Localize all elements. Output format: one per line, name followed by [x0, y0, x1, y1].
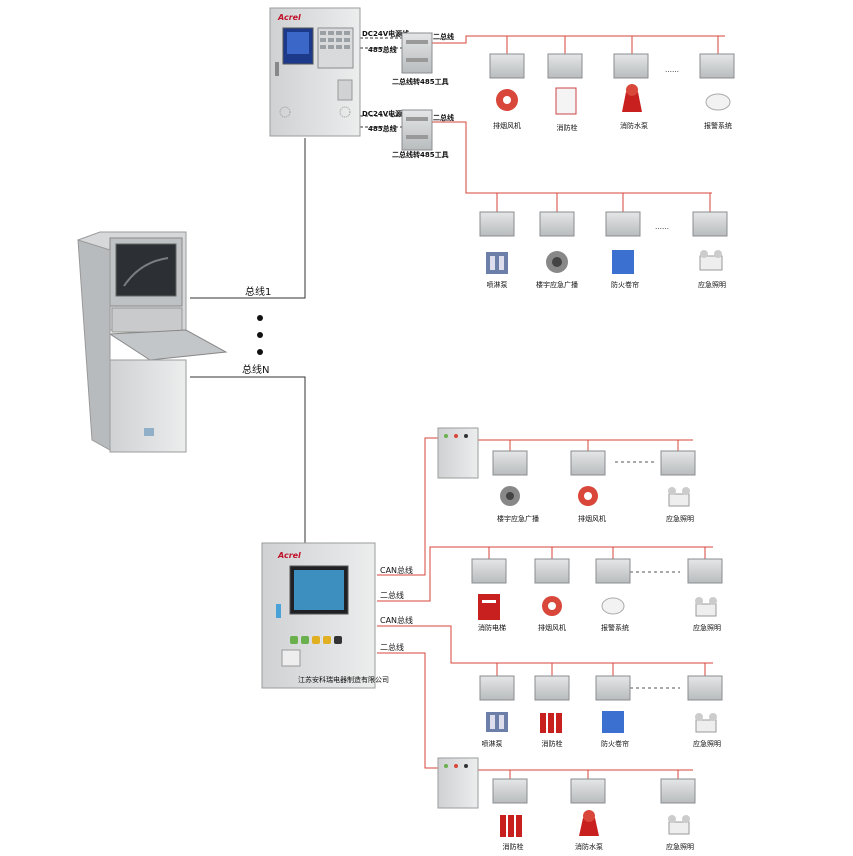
bus-lines — [190, 138, 306, 543]
device-label: 消防水泵 — [620, 121, 648, 130]
device-label: 排烟风机 — [578, 514, 606, 523]
device-label: 报警系统 — [704, 121, 732, 130]
device-label: 应急照明 — [693, 623, 721, 632]
rs485-label-1: 485总线 — [368, 45, 397, 54]
rs485-label-2: 485总线 — [368, 124, 397, 133]
device-label: 报警系统 — [601, 623, 629, 632]
ellipsis-row1: …… — [665, 66, 679, 74]
converter-label-2: 二总线转485工具 — [392, 150, 449, 159]
device-emergency-light-1: 应急照明 — [692, 211, 728, 289]
device-label: 应急照明 — [666, 842, 694, 851]
device-label: 应急照明 — [698, 280, 726, 289]
device-label: 应急照明 — [693, 739, 721, 748]
continuation-dashes — [615, 461, 680, 689]
bottom-control-panel: Acrel 江苏安科瑞电器制造有限公司 — [261, 542, 389, 689]
device-emergency-broadcast-2: 楼宇应急广播 — [492, 450, 539, 523]
converter-module-2 — [401, 109, 433, 151]
device-smoke-exhaust-fan-1: 排烟风机 — [489, 53, 525, 130]
device-emergency-light-3: 应急照明 — [687, 558, 723, 632]
sub-panel-1 — [437, 427, 479, 479]
device-sprinkler-pump-2: 喷淋泵 — [479, 675, 515, 748]
device-label: 楼宇应急广播 — [497, 514, 539, 523]
device-label: 应急照明 — [666, 514, 694, 523]
device-fire-hydrant-3: 消防栓 — [492, 778, 528, 851]
device-smoke-exhaust-fan-2: 排烟风机 — [570, 450, 606, 523]
device-emergency-light-5: 应急照明 — [660, 778, 696, 851]
device-label: 消防水泵 — [575, 842, 603, 851]
device-label: 防火卷帘 — [601, 739, 629, 748]
bus1-label: 总线1 — [245, 285, 271, 298]
device-fire-pump-1: 消防水泵 — [613, 53, 649, 130]
ellipsis-row2: …… — [655, 223, 669, 231]
device-alarm-system-2: 报警系统 — [595, 558, 631, 632]
busN-label: 总线N — [242, 363, 269, 376]
bus-ellipsis-dots — [257, 315, 263, 355]
sub-panel-2 — [437, 757, 479, 809]
bus1-line — [190, 138, 306, 299]
bottom-panel-footer: 江苏安科瑞电器制造有限公司 — [298, 675, 389, 684]
device-label: 排烟风机 — [493, 121, 521, 130]
device-sprinkler-pump-1: 喷淋泵 — [479, 211, 515, 289]
device-fire-shutter-1: 防火卷帘 — [605, 211, 641, 289]
device-label: 排烟风机 — [538, 623, 566, 632]
device-label: 喷淋泵 — [482, 739, 503, 748]
device-emergency-broadcast-1: 楼宇应急广播 — [536, 211, 578, 289]
device-label: 楼宇应急广播 — [536, 280, 578, 289]
can-bus-label-1: CAN总线 — [380, 565, 413, 575]
can-bus-label-2: CAN总线 — [380, 615, 413, 625]
red-lines — [360, 35, 725, 780]
device-fire-shutter-2: 防火卷帘 — [595, 675, 631, 748]
two-bus-label-3: 二总线 — [380, 590, 404, 600]
device-fire-hydrant-1: 消防栓 — [547, 53, 583, 132]
device-fire-elevator: 消防电梯 — [471, 558, 507, 632]
device-smoke-exhaust-fan-3: 排烟风机 — [534, 558, 570, 632]
device-emergency-light-4: 应急照明 — [687, 675, 723, 748]
device-label: 消防栓 — [542, 739, 563, 748]
two-bus-label-1: 二总线 — [433, 32, 454, 41]
converter-module-1 — [401, 32, 433, 74]
busN-line — [190, 376, 306, 543]
device-label: 消防栓 — [557, 123, 578, 132]
device-alarm-system-1: 报警系统 — [699, 53, 735, 130]
device-label: 防火卷帘 — [611, 280, 639, 289]
workstation-cabinet — [77, 231, 228, 453]
top-control-panel: Acrel — [269, 7, 361, 137]
converter-label-1: 二总线转485工具 — [392, 77, 449, 86]
top-panel-brand: Acrel — [277, 13, 301, 22]
device-emergency-light-2: 应急照明 — [660, 450, 696, 523]
device-label: 喷淋泵 — [487, 280, 508, 289]
device-fire-hydrant-2: 消防栓 — [534, 675, 570, 748]
two-bus-label-4: 二总线 — [380, 642, 404, 652]
bottom-panel-brand: Acrel — [277, 551, 301, 560]
device-label: 消防电梯 — [478, 623, 506, 632]
device-label: 消防栓 — [503, 842, 524, 851]
device-fire-pump-2: 消防水泵 — [570, 778, 606, 851]
two-bus-label-2: 二总线 — [433, 113, 454, 122]
dc24v-label-1: DC24V电源线 — [362, 29, 409, 38]
dc24v-label-2: DC24V电源线 — [362, 109, 409, 118]
